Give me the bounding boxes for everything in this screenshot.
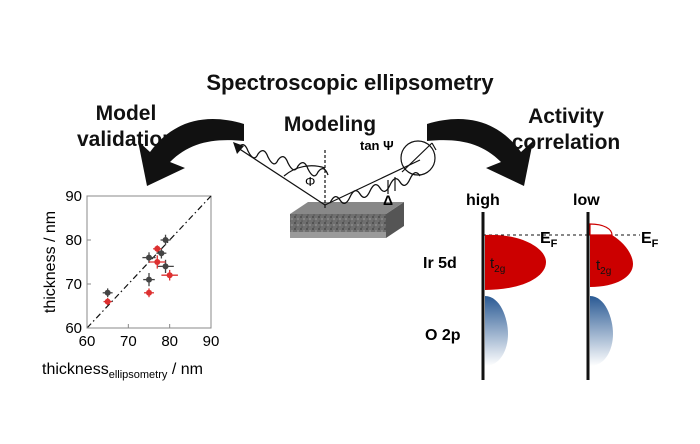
x-tick-label: 90 bbox=[203, 333, 220, 350]
data-point-series-2 bbox=[154, 259, 161, 265]
tan-psi-symbol: tan Ψ bbox=[360, 138, 394, 153]
ir-band-low bbox=[590, 235, 633, 287]
x-axis-label-sub: ellipsometry bbox=[109, 369, 168, 381]
fermi-label-low: EF bbox=[641, 230, 659, 250]
model-validation-line2: validation bbox=[76, 128, 176, 151]
data-point-series-2 bbox=[104, 298, 111, 305]
y-tick-label: 80 bbox=[65, 232, 82, 249]
data-point-series-1 bbox=[158, 250, 165, 257]
o-2p-label: O 2p bbox=[425, 327, 461, 344]
data-point-series-2 bbox=[154, 245, 161, 252]
x-tick-label: 70 bbox=[120, 333, 137, 350]
x-tick-label: 60 bbox=[79, 333, 96, 350]
t2g-label-low-main: t bbox=[596, 257, 601, 274]
t2g-label-high: t2g bbox=[490, 255, 505, 275]
ir-5d-label: Ir 5d bbox=[423, 255, 457, 272]
data-point-series-1 bbox=[146, 276, 152, 283]
o-band-high bbox=[485, 296, 508, 366]
t2g-label-low: t2g bbox=[596, 257, 611, 277]
band-diagram: high low EF EF t2g t2g Ir 5d O 2p bbox=[423, 192, 659, 380]
curved-arrow-left-icon bbox=[138, 119, 244, 186]
reflected-wave bbox=[329, 172, 421, 204]
ellipsometry-geometry bbox=[237, 140, 437, 210]
model-validation-line1: Model bbox=[95, 102, 157, 125]
activity-correlation-line2: correlation bbox=[511, 131, 621, 154]
data-point-series-2 bbox=[166, 272, 173, 279]
y-tick-label: 90 bbox=[65, 188, 82, 205]
ir-band-high bbox=[485, 234, 546, 290]
data-point-series-2 bbox=[146, 289, 152, 296]
t2g-label-high-sub: 2g bbox=[494, 264, 505, 275]
modeling-heading: Modeling bbox=[283, 113, 377, 136]
delta-symbol: Δ bbox=[383, 192, 393, 208]
incidence-angle-arc bbox=[283, 165, 326, 177]
polarization-axis-line bbox=[401, 142, 433, 173]
high-label: high bbox=[466, 192, 500, 209]
y-tick-label: 70 bbox=[65, 276, 82, 293]
y-tick-label: 60 bbox=[65, 320, 82, 337]
model-validation-heading: Model validation bbox=[56, 101, 196, 153]
plot-frame bbox=[86, 195, 212, 329]
y-axis-label: thickness / nm bbox=[42, 211, 59, 313]
data-point-series-1 bbox=[146, 254, 152, 261]
polarization-ellipse-circle bbox=[400, 140, 436, 176]
fermi-label-high-sub: F bbox=[551, 238, 558, 250]
x-tick-label: 80 bbox=[161, 333, 178, 350]
ir-band-low-empty bbox=[589, 223, 613, 236]
o-band-low bbox=[590, 296, 613, 366]
x-axis-label: thicknessellipsometry / nm bbox=[42, 361, 203, 381]
fermi-label-low-main: E bbox=[641, 230, 652, 247]
activity-correlation-heading: Activity correlation bbox=[496, 104, 636, 156]
t2g-label-low-sub: 2g bbox=[600, 266, 611, 277]
low-label: low bbox=[573, 192, 600, 209]
data-point-series-1 bbox=[162, 237, 169, 243]
incident-wave bbox=[237, 144, 329, 177]
data-point-series-1 bbox=[104, 289, 111, 296]
fermi-label-high: EF bbox=[540, 230, 558, 250]
t2g-label-high-main: t bbox=[490, 255, 495, 272]
incident-arrow-icon bbox=[233, 142, 244, 154]
x-axis-label-unit: / nm bbox=[167, 361, 203, 378]
validation-scatter-chart: 60 70 80 90 60 70 80 90 thickness / nm thicknes… bbox=[42, 188, 219, 381]
page-title: Spectroscopic ellipsometry bbox=[206, 70, 494, 95]
fermi-label-low-sub: F bbox=[652, 238, 659, 250]
curved-arrow-right-icon bbox=[427, 119, 533, 186]
fermi-label-high-main: E bbox=[540, 230, 551, 247]
activity-correlation-line1: Activity bbox=[528, 105, 604, 128]
phi-symbol: Φ bbox=[305, 174, 315, 189]
x-axis-label-main: thickness bbox=[42, 361, 109, 378]
polarization-arrow-head bbox=[431, 142, 437, 151]
sample-slab bbox=[290, 202, 404, 238]
data-point-series-1 bbox=[162, 263, 169, 270]
